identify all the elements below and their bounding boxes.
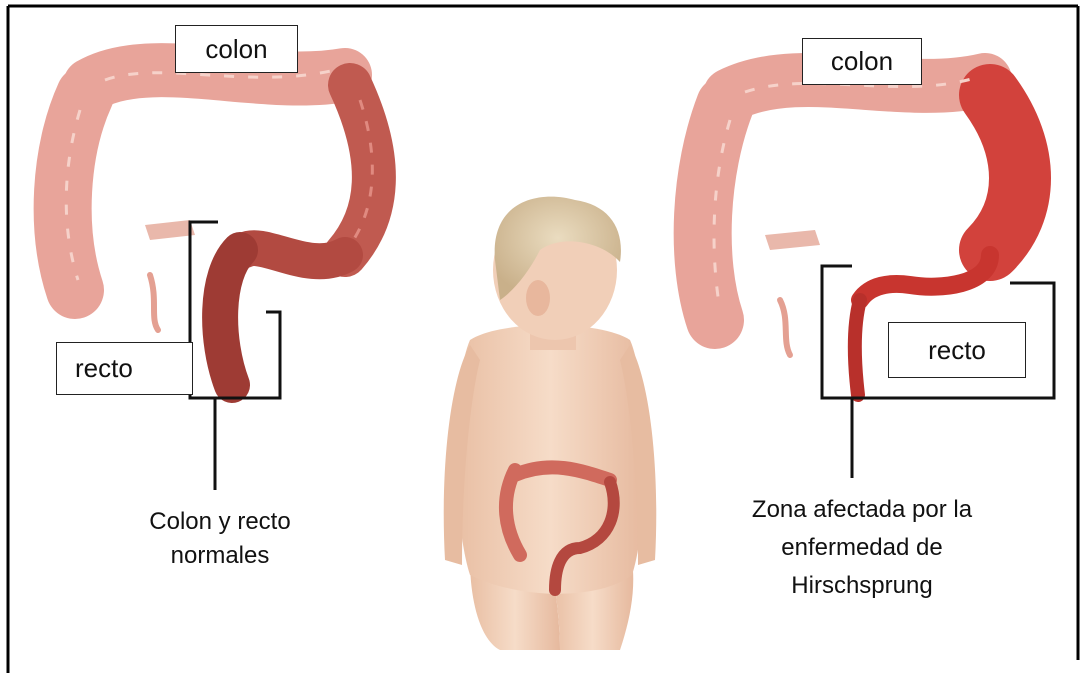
label-rectum-right: recto [888,322,1026,378]
caption-affected-line-3: Hirschsprung [712,567,1012,605]
caption-affected-line-2: enfermedad de [712,529,1012,567]
label-colon-left: colon [175,25,298,73]
normal-colon-illustration [63,70,374,385]
caption-normal: Colon y recto normales [100,505,340,573]
label-colon-right: colon [802,38,922,85]
caption-affected-line-1: Zona afectada por la [712,491,1012,529]
caption-normal-line-1: Colon y recto [100,505,340,539]
caption-normal-line-2: normales [100,539,340,573]
caption-affected: Zona afectada por la enfermedad de Hirsc… [712,491,1012,605]
label-rectum-left: recto [56,342,193,395]
child-figure [444,197,657,650]
